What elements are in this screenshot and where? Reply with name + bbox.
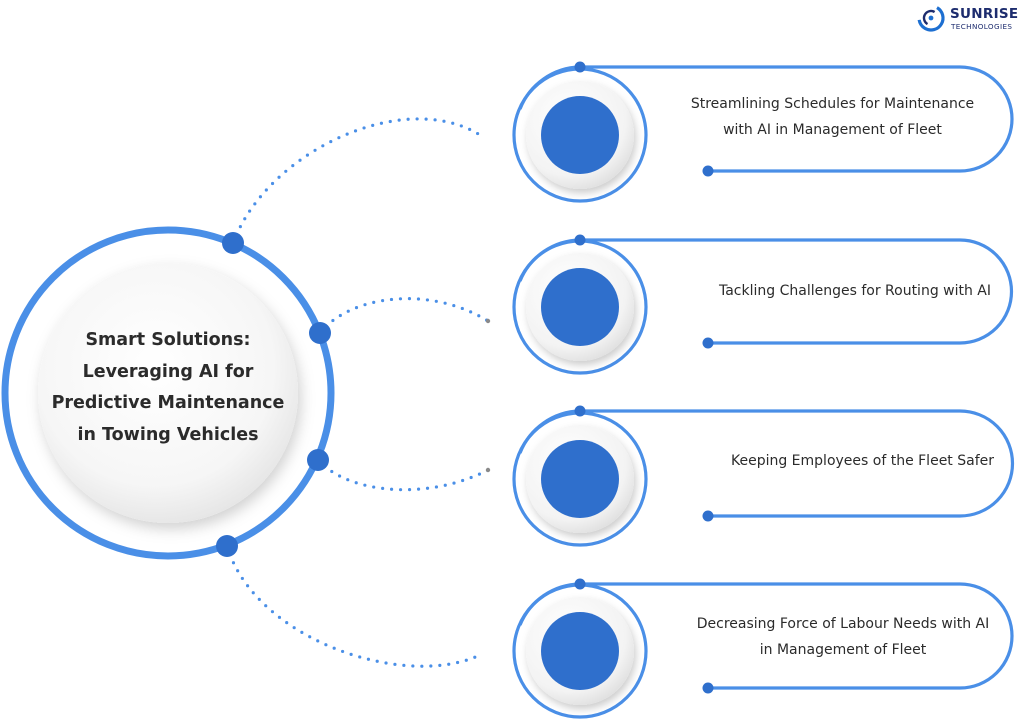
logo-subtitle: TECHNOLOGIES (951, 22, 1013, 31)
card-ring-stem-4 (518, 582, 581, 626)
item-card-3 (512, 405, 1015, 547)
card-top-dot-1 (574, 61, 586, 73)
card-outline-2 (578, 238, 1014, 345)
connector-end-3 (485, 467, 491, 473)
item-card-4 (512, 578, 1014, 719)
connector-2 (318, 297, 490, 335)
item-label-2: Tackling Challenges for Routing with AI (690, 278, 1020, 304)
hub-node-1 (222, 232, 244, 254)
card-ring-stem-1 (518, 65, 581, 110)
center-title-line: Predictive Maintenance (51, 393, 285, 413)
card-bottom-dot-1 (702, 165, 714, 177)
card-bottom-dot-3 (702, 510, 714, 522)
connector-4 (225, 544, 482, 668)
card-ring-stem-3 (518, 409, 581, 454)
item-label-line: with AI in Management of Fleet (723, 122, 942, 138)
item-card-1 (512, 61, 1014, 203)
center-hub (1, 226, 335, 560)
item-card-2 (512, 234, 1014, 375)
connector-lines (225, 117, 490, 668)
card-outline-1 (578, 65, 1014, 173)
item-label-line: Streamlining Schedules for Maintenance (690, 96, 975, 112)
connector-end-2 (485, 318, 491, 324)
card-top-dot-2 (574, 234, 586, 246)
card-outline-3 (578, 409, 1015, 518)
item-label-line: Keeping Employees of the Fleet Safer (730, 453, 995, 469)
item-label-4: Decreasing Force of Labour Needs with AI… (668, 611, 1018, 663)
card-node-2 (541, 268, 619, 346)
hub-node-2 (309, 322, 331, 344)
card-top-dot-4 (574, 578, 586, 590)
item-label-line: in Management of Fleet (759, 642, 927, 658)
hub-node-3 (307, 449, 329, 471)
card-node-1 (541, 96, 619, 174)
hub-node-4 (216, 535, 238, 557)
item-label-3: Keeping Employees of the Fleet Safer (700, 448, 1024, 474)
logo-mark-icon (917, 4, 945, 32)
card-ring-stem-2 (518, 238, 581, 282)
connector-1 (231, 117, 482, 245)
item-label-line: Tackling Challenges for Routing with AI (718, 283, 992, 299)
card-outline-4 (578, 582, 1014, 690)
center-ring (1, 226, 335, 560)
center-title-line: Leveraging AI for (82, 361, 254, 382)
connector-3 (316, 458, 490, 492)
center-disc (38, 263, 298, 523)
card-node-4 (541, 612, 619, 690)
item-label-line: Decreasing Force of Labour Needs with AI (696, 616, 990, 632)
card-node-3 (541, 440, 619, 518)
item-cards (512, 61, 1015, 719)
card-bottom-dot-2 (702, 337, 714, 349)
card-top-dot-3 (574, 405, 586, 417)
center-title: Smart Solutions: Leveraging AI for Predi… (48, 325, 288, 451)
center-title-line: Smart Solutions: (85, 330, 251, 350)
center-title-line: in Towing Vehicles (77, 424, 259, 445)
item-label-1: Streamlining Schedules for Maintenance w… (660, 91, 1005, 143)
card-bottom-dot-4 (702, 682, 714, 694)
logo-name: SUNRISE (950, 6, 1019, 22)
brand-logo: SUNRISE TECHNOLOGIES (917, 5, 1021, 35)
